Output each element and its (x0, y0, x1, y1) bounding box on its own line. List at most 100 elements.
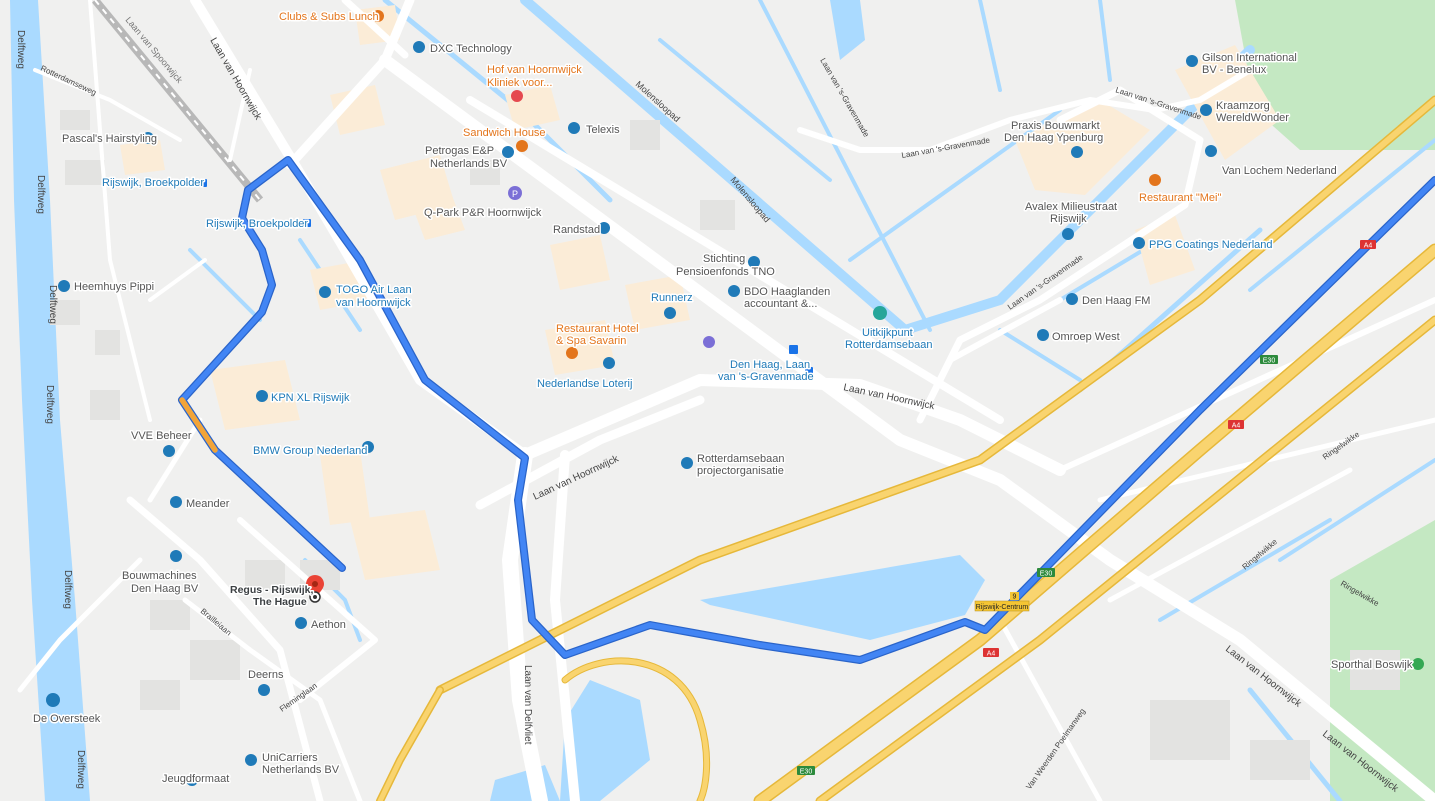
label-rotterdamsebaan-1: Rotterdamsebaan (697, 453, 784, 465)
label-unicarriers-1: UniCarriers (262, 752, 318, 764)
label-kraamzorg-1: Kraamzorg (1216, 100, 1270, 112)
svg-text:9: 9 (1013, 594, 1017, 601)
label-ppg: PPG Coatings Nederland (1149, 239, 1273, 251)
aethon-icon (295, 617, 307, 629)
vve-icon (163, 445, 175, 457)
avalex-icon (1062, 228, 1074, 240)
label-aethon: Aethon (311, 619, 346, 631)
label-dh-stop-1: Den Haag, Laan (730, 359, 810, 371)
ppg-icon (1133, 237, 1145, 249)
label-omroep: Omroep West (1052, 331, 1120, 343)
label-dxc: DXC Technology (430, 43, 512, 55)
label-uitkijk-1: Uitkijkpunt (862, 327, 913, 339)
pascal-icon (142, 132, 154, 144)
jeugd-icon (186, 774, 198, 786)
label-bouw-1: Bouwmachines (122, 570, 197, 582)
label-stichting-2: Pensioenfonds TNO (676, 266, 775, 278)
label-rb-stop-2: Rijswijk, Broekpolder (206, 218, 308, 230)
label-togo-2: van Hoornwijck (336, 297, 411, 309)
shield-a4-3: A4 (983, 648, 999, 658)
hof-icon (511, 90, 523, 102)
label-hof-2: Kliniek voor... (487, 77, 552, 89)
label-sporthal: Sporthal Boswijk (1331, 659, 1413, 671)
svg-text:Rijswijk-Centrum: Rijswijk-Centrum (976, 604, 1029, 611)
destination-title-2: The Hague (253, 596, 307, 608)
label-heemhuys: Heemhuys Pippi (74, 281, 154, 293)
kpn-icon (256, 390, 268, 402)
bouw-icon (170, 550, 182, 562)
railway (91, 0, 264, 203)
label-kraamzorg-2: WereldWonder (1216, 112, 1289, 124)
bus-stop-icon-4 (303, 219, 311, 227)
shield-a4-2: A4 (1228, 420, 1244, 430)
street-delftweg-3: Delftweg (47, 285, 58, 324)
clubs-subs-icon (372, 10, 384, 22)
heemhuys-icon (58, 280, 70, 292)
label-stichting-1: Stichting (703, 253, 745, 265)
street-delftweg-6: Delftweg (75, 750, 86, 789)
mei-icon (1149, 174, 1161, 186)
route-line[interactable] (178, 156, 1435, 664)
label-denhaagfm: Den Haag FM (1082, 295, 1150, 307)
label-unicarriers-2: Netherlands BV (262, 764, 340, 776)
street-laan-delfvliet: Laan van Delfvliet (522, 665, 533, 745)
label-avalex-2: Rijswijk (1050, 213, 1087, 225)
transit-icon-1 (703, 336, 715, 348)
canals (188, 0, 1435, 801)
label-dh-stop-2: van 's-Gravenmade (718, 371, 814, 383)
label-bouw-2: Den Haag BV (131, 583, 199, 595)
destination-pin-icon[interactable] (306, 575, 324, 603)
bmw-icon (362, 441, 374, 453)
label-jeugd: Jeugdformaat (162, 773, 229, 785)
label-uitkijk-2: Rotterdamsebaan (845, 339, 932, 351)
randstad-icon (598, 222, 610, 234)
exit-sign: 9 Rijswijk-Centrum (974, 592, 1030, 612)
label-sandwich: Sandwich House (463, 127, 546, 139)
label-bdo-2: accountant &... (744, 298, 817, 310)
label-togo-1: TOGO Air Laan (336, 284, 412, 296)
svg-text:A4: A4 (1232, 423, 1241, 430)
oversteek-icon (46, 693, 60, 707)
telexis-icon (568, 122, 580, 134)
label-clubs-subs: Clubs & Subs Lunch (279, 11, 379, 23)
denhaagfm-icon (1066, 293, 1078, 305)
bdo-icon (728, 285, 740, 297)
gilson-icon (1186, 55, 1198, 67)
label-hof-1: Hof van Hoornwijck (487, 64, 582, 76)
poi-icons[interactable]: P (46, 10, 1424, 786)
label-pascal: Pascal's Hairstyling (62, 133, 157, 145)
street-delftweg-1: Delftweg (15, 30, 26, 69)
label-meander: Meander (186, 498, 230, 510)
label-deerns: Deerns (248, 669, 284, 681)
stichting-icon (748, 256, 760, 268)
kraamzorg-icon (1200, 104, 1212, 116)
svg-text:E30: E30 (800, 769, 813, 776)
loterij-icon (603, 357, 615, 369)
label-rb-stop-1: Rijswijk, Broekpolder (102, 177, 204, 189)
omroep-icon (1037, 329, 1049, 341)
street-delftweg-2: Delftweg (35, 175, 46, 214)
parking-icon: P (508, 186, 522, 200)
svg-text:A4: A4 (1364, 243, 1373, 250)
label-petrogas-2: Netherlands BV (430, 158, 508, 170)
sandwich-icon (516, 140, 528, 152)
deerns-icon (258, 684, 270, 696)
svg-text:A4: A4 (987, 651, 996, 658)
destination-label[interactable]: Regus - Rijswijk, The Hague (229, 583, 316, 610)
label-vanlochem: Van Lochem Nederland (1222, 165, 1337, 177)
shield-e30-3: E30 (797, 766, 815, 776)
sporthal-icon (1412, 658, 1424, 670)
poi-labels: Clubs & Subs Lunch DXC Technology Hof va… (32, 10, 1415, 787)
uitkijk-icon (873, 306, 887, 320)
label-runnerz: Runnerz (651, 292, 693, 304)
runnerz-icon (664, 307, 676, 319)
label-restaurant-hotel-2: & Spa Savarin (556, 335, 626, 347)
vanlochem-icon (1205, 145, 1217, 157)
label-gilson-1: Gilson International (1202, 52, 1297, 64)
svg-text:P: P (512, 189, 518, 199)
street-delftweg-4: Delftweg (44, 385, 55, 424)
label-avalex-1: Avalex Milieustraat (1025, 201, 1117, 213)
label-loterij: Nederlandse Loterij (537, 378, 632, 390)
